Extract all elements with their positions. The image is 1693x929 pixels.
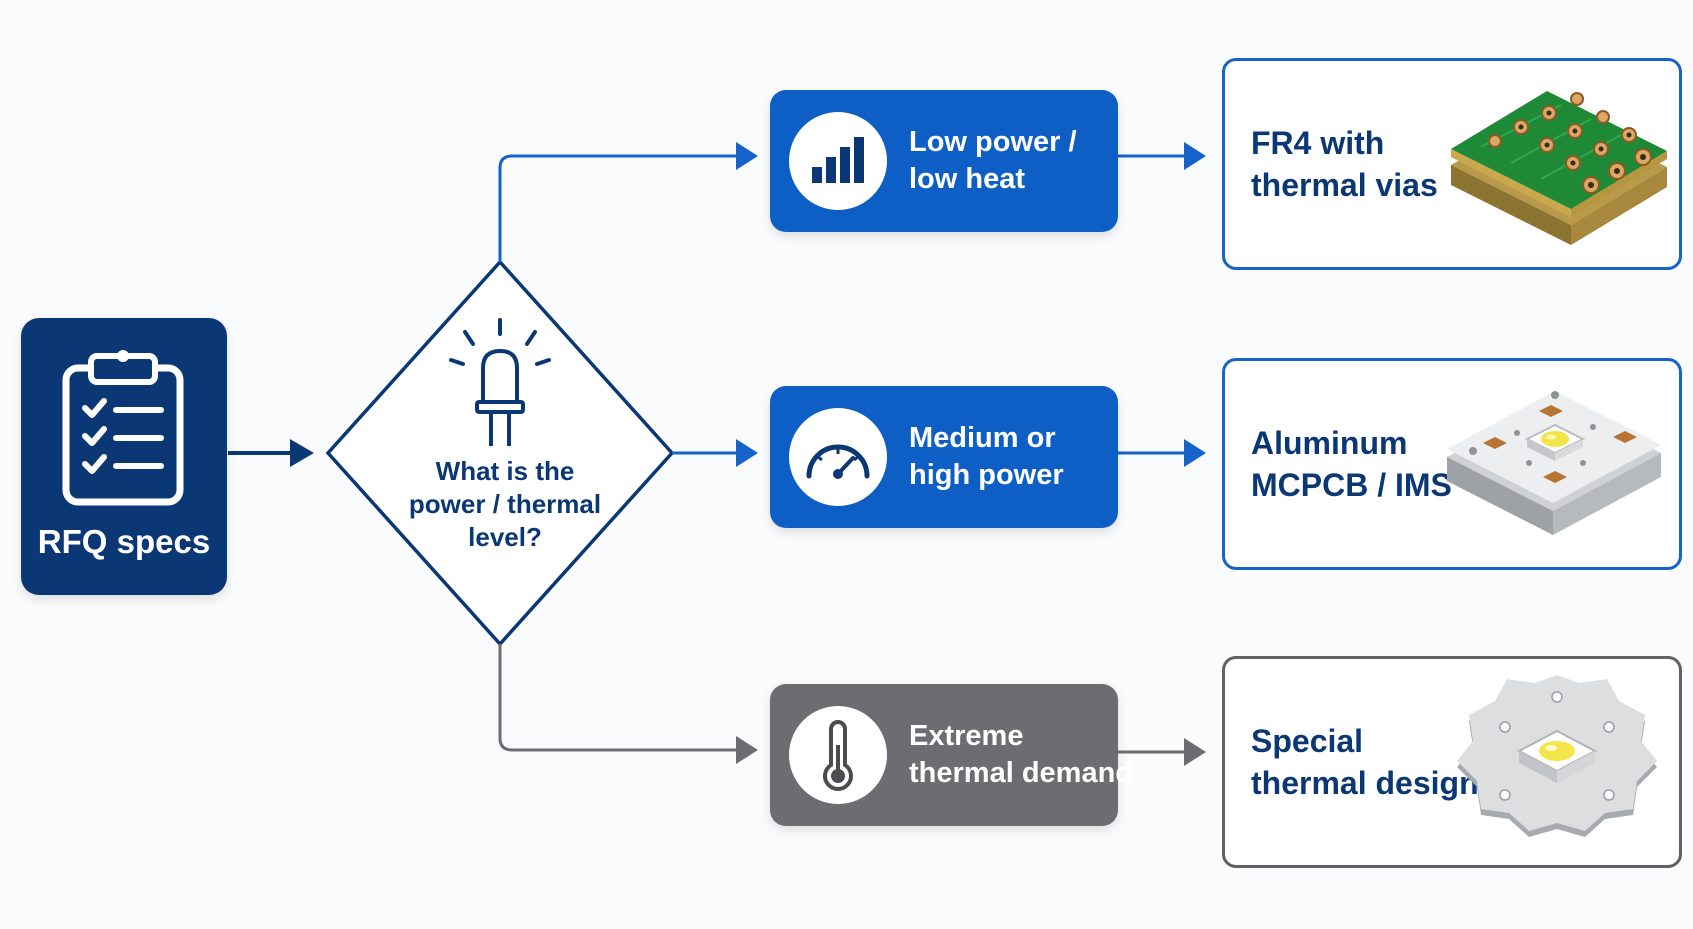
thermometer-icon [823,720,853,791]
arrow-decision-to-medium-power [672,439,758,467]
gauge-icon [806,444,870,479]
arrow-low-power-to-fr4 [1112,142,1206,170]
rfq-specs-label: RFQ specs [37,523,211,560]
decision-question: What is the power / thermal level? [408,456,602,552]
result-label: FR4 with thermal vias [1251,125,1438,203]
category-extreme-thermal: Extreme thermal demand [770,684,1133,826]
category-medium-power: Medium or high power [770,386,1118,528]
result-aluminum-mcpcb: Aluminum MCPCB / IMS [1222,358,1682,570]
result-fr4: FR4 with thermal vias [1222,58,1682,270]
rfq-specs-box: RFQ specs [21,318,227,595]
category-label: Low power / low heat [909,126,1077,195]
arrow-extreme-to-special [1112,738,1206,766]
category-label: Medium or high power [909,422,1064,491]
category-low-power: Low power / low heat [770,90,1118,232]
arrow-decision-to-low-power [498,142,758,262]
aluminum-mcpcb-led-image [1447,391,1661,535]
led-bulb-icon [449,318,551,446]
clipboard-checklist-icon [62,350,184,506]
bar-chart-icon [812,137,864,183]
result-label: Special thermal design [1251,723,1479,801]
arrow-decision-to-extreme [498,644,758,764]
arrow-start-to-decision [228,439,314,467]
arrow-medium-to-aluminum [1112,439,1206,467]
result-special-thermal: Special thermal design [1222,656,1682,868]
result-label: Aluminum MCPCB / IMS [1251,425,1452,503]
star-heatsink-led-image [1457,675,1657,837]
fr4-pcb-image [1451,91,1667,245]
category-label: Extreme thermal demand [909,720,1133,789]
